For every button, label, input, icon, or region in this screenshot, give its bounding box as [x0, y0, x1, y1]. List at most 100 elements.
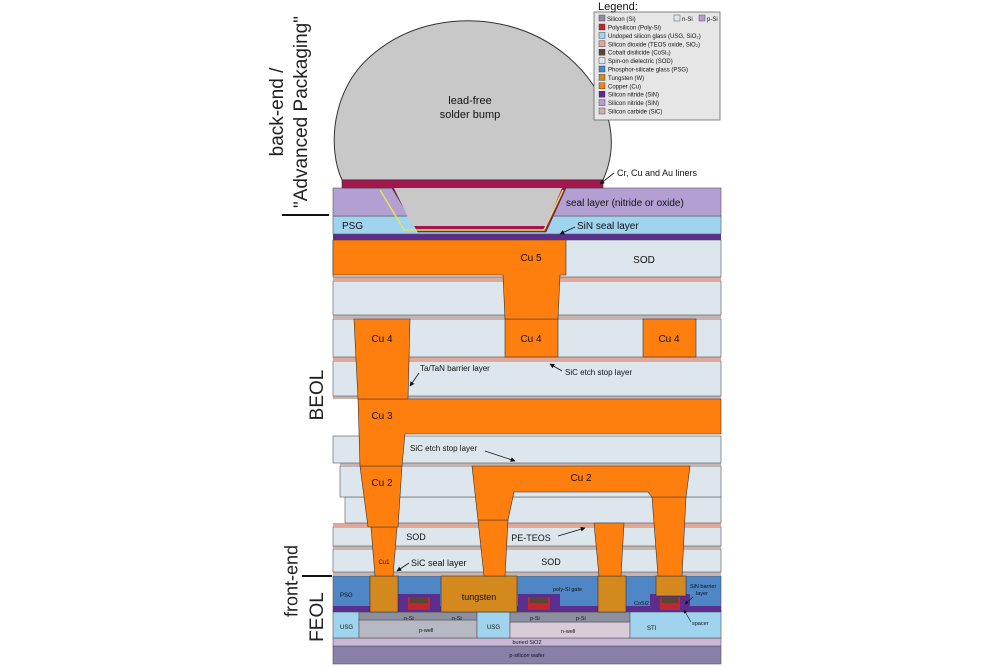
cu1-via-left	[370, 526, 398, 577]
liners-label: Cr, Cu and Au liners	[617, 168, 698, 178]
sod-low2-label: SOD	[541, 557, 561, 567]
sin-seal-top	[333, 234, 721, 240]
sin-seal-arrow	[559, 226, 576, 235]
legend-swatch	[598, 99, 606, 106]
solder-bump	[333, 20, 612, 181]
legend-swatch-psi: p-Si	[707, 17, 718, 23]
cu4-mid-label: Cu 4	[520, 334, 542, 345]
solder-label-2: solder bump	[440, 109, 501, 121]
psg-top-label: PSG	[342, 221, 363, 232]
cu4-left-label: Cu 4	[371, 334, 393, 345]
legend-item-label: Silicon carbide (SiC)	[608, 110, 662, 116]
sti-label: STI	[647, 626, 657, 632]
pe-teos-arrow	[557, 526, 586, 537]
legend-swatch-si: Silicon (Si)	[607, 17, 636, 23]
sod-top-label: SOD	[633, 255, 655, 266]
sin-barrier-label-2: layer	[696, 591, 708, 597]
sin-seal-label: SiN seal layer	[577, 221, 639, 232]
solder-label-1: lead-free	[448, 95, 491, 107]
legend-swatch-nsi: n-Si	[682, 17, 693, 23]
cu2-right-label: Cu 2	[570, 473, 592, 484]
cu5	[332, 239, 567, 320]
legend-swatch	[598, 40, 606, 47]
cu1-label: Cu1	[378, 560, 390, 566]
cu3	[357, 398, 722, 467]
sod-low-label: SOD	[406, 532, 426, 542]
tungsten-label: tungsten	[462, 592, 497, 602]
cu4-right-label: Cu 4	[658, 334, 680, 345]
nsi-b-label: n-Si	[452, 616, 462, 622]
legend-item-label: Copper (Cu)	[608, 84, 641, 90]
sic-etch2-arrow	[484, 450, 516, 462]
usg-mid-region	[476, 609, 511, 639]
legend-item-label: Cobalt disilicide (CoSi₂)	[608, 51, 671, 57]
tungsten-block	[440, 575, 518, 613]
tungsten-contact-right	[655, 575, 687, 597]
cosi2-label: CoSi2	[634, 601, 649, 607]
sic-etch1-label: SiC etch stop layer	[565, 368, 632, 377]
wafer-label: p-silicon wafer	[509, 653, 544, 659]
sic-seal-label: SiC seal layer	[411, 558, 467, 568]
legend-title: Legend:	[598, 1, 638, 13]
legend-swatch	[598, 90, 606, 98]
tungsten-contact-left	[369, 575, 399, 613]
legend-item-label: Silicon dioxide (TEOS oxide, SiO₂)	[608, 42, 700, 48]
active-si-right	[509, 611, 631, 623]
seal-layer-label: seal layer (nitride or oxide)	[566, 198, 684, 209]
sic-etch2-label: SiC etch stop layer	[410, 444, 477, 453]
legend-item-label: Polysilicon (Poly-Si)	[608, 26, 661, 32]
liners-arrow	[599, 172, 615, 185]
sti-region	[629, 609, 722, 639]
legend-swatch	[598, 74, 606, 81]
legend-item-label: Tungsten (W)	[608, 76, 644, 82]
tatan-label: Ta/TaN barrier layer	[420, 364, 490, 373]
usg-left-label: USG	[340, 625, 353, 631]
sic-seal-feol	[333, 572, 721, 576]
cu3-label: Cu 3	[371, 411, 393, 422]
tungsten-contact-mid	[597, 575, 627, 613]
cu1-via-mid2	[593, 522, 625, 577]
cu4-left	[353, 318, 411, 400]
sic-etch1-arrow	[549, 363, 563, 372]
legend-swatch	[598, 32, 606, 39]
psi-a-label: p-Si	[530, 616, 540, 622]
cosi2-gate-3	[662, 597, 678, 603]
legend-swatch	[598, 82, 606, 90]
legend-swatch	[598, 49, 606, 56]
cu2-right	[471, 465, 691, 521]
pwell-region	[358, 619, 478, 639]
legend-swatch	[598, 57, 606, 64]
spacer-arrow	[683, 609, 692, 623]
liner-yellow	[379, 189, 564, 231]
sin-barrier-arrow	[684, 596, 694, 605]
legend-item-label: Phosphor-silicate glass (PSG)	[608, 68, 688, 74]
poly-gate-label: poly-Si gate	[553, 587, 582, 593]
sin-barrier-label-1: SiN barrier	[690, 584, 716, 590]
usg-left-region	[332, 609, 360, 639]
psi-b-label: p-Si	[576, 616, 586, 622]
cu4-right	[642, 318, 697, 358]
cosi2-gate-2	[530, 597, 548, 603]
pwell-label: p-well	[419, 628, 433, 634]
cu4-mid	[504, 318, 559, 358]
buried-label: buried SiO2	[512, 640, 541, 646]
usg-mid-label: USG	[487, 625, 500, 631]
sic-seal-arrow	[396, 562, 410, 572]
legend-item-label: Spin-on dielectric (SOD)	[608, 59, 673, 65]
cu5-label: Cu 5	[520, 253, 542, 264]
legend-item-label: Silicon nitride (SiN)	[608, 101, 659, 107]
legend-item-label: Silicon nitride (SiN)	[608, 93, 659, 99]
sic-line-a	[333, 546, 721, 549]
spacer-label: spacer	[692, 621, 709, 627]
legend-swatch	[598, 65, 606, 73]
cu1-via-right	[651, 496, 687, 577]
sic-line-e	[333, 396, 721, 399]
solder-fill	[394, 188, 562, 226]
sic-line-d	[340, 463, 721, 466]
cosi2-gate-1	[410, 597, 428, 603]
legend-swatch	[598, 107, 606, 115]
pe-teos-label: PE-TEOS	[511, 533, 551, 543]
cu2-left-label: Cu 2	[371, 478, 393, 489]
sic-line-b	[333, 523, 721, 527]
